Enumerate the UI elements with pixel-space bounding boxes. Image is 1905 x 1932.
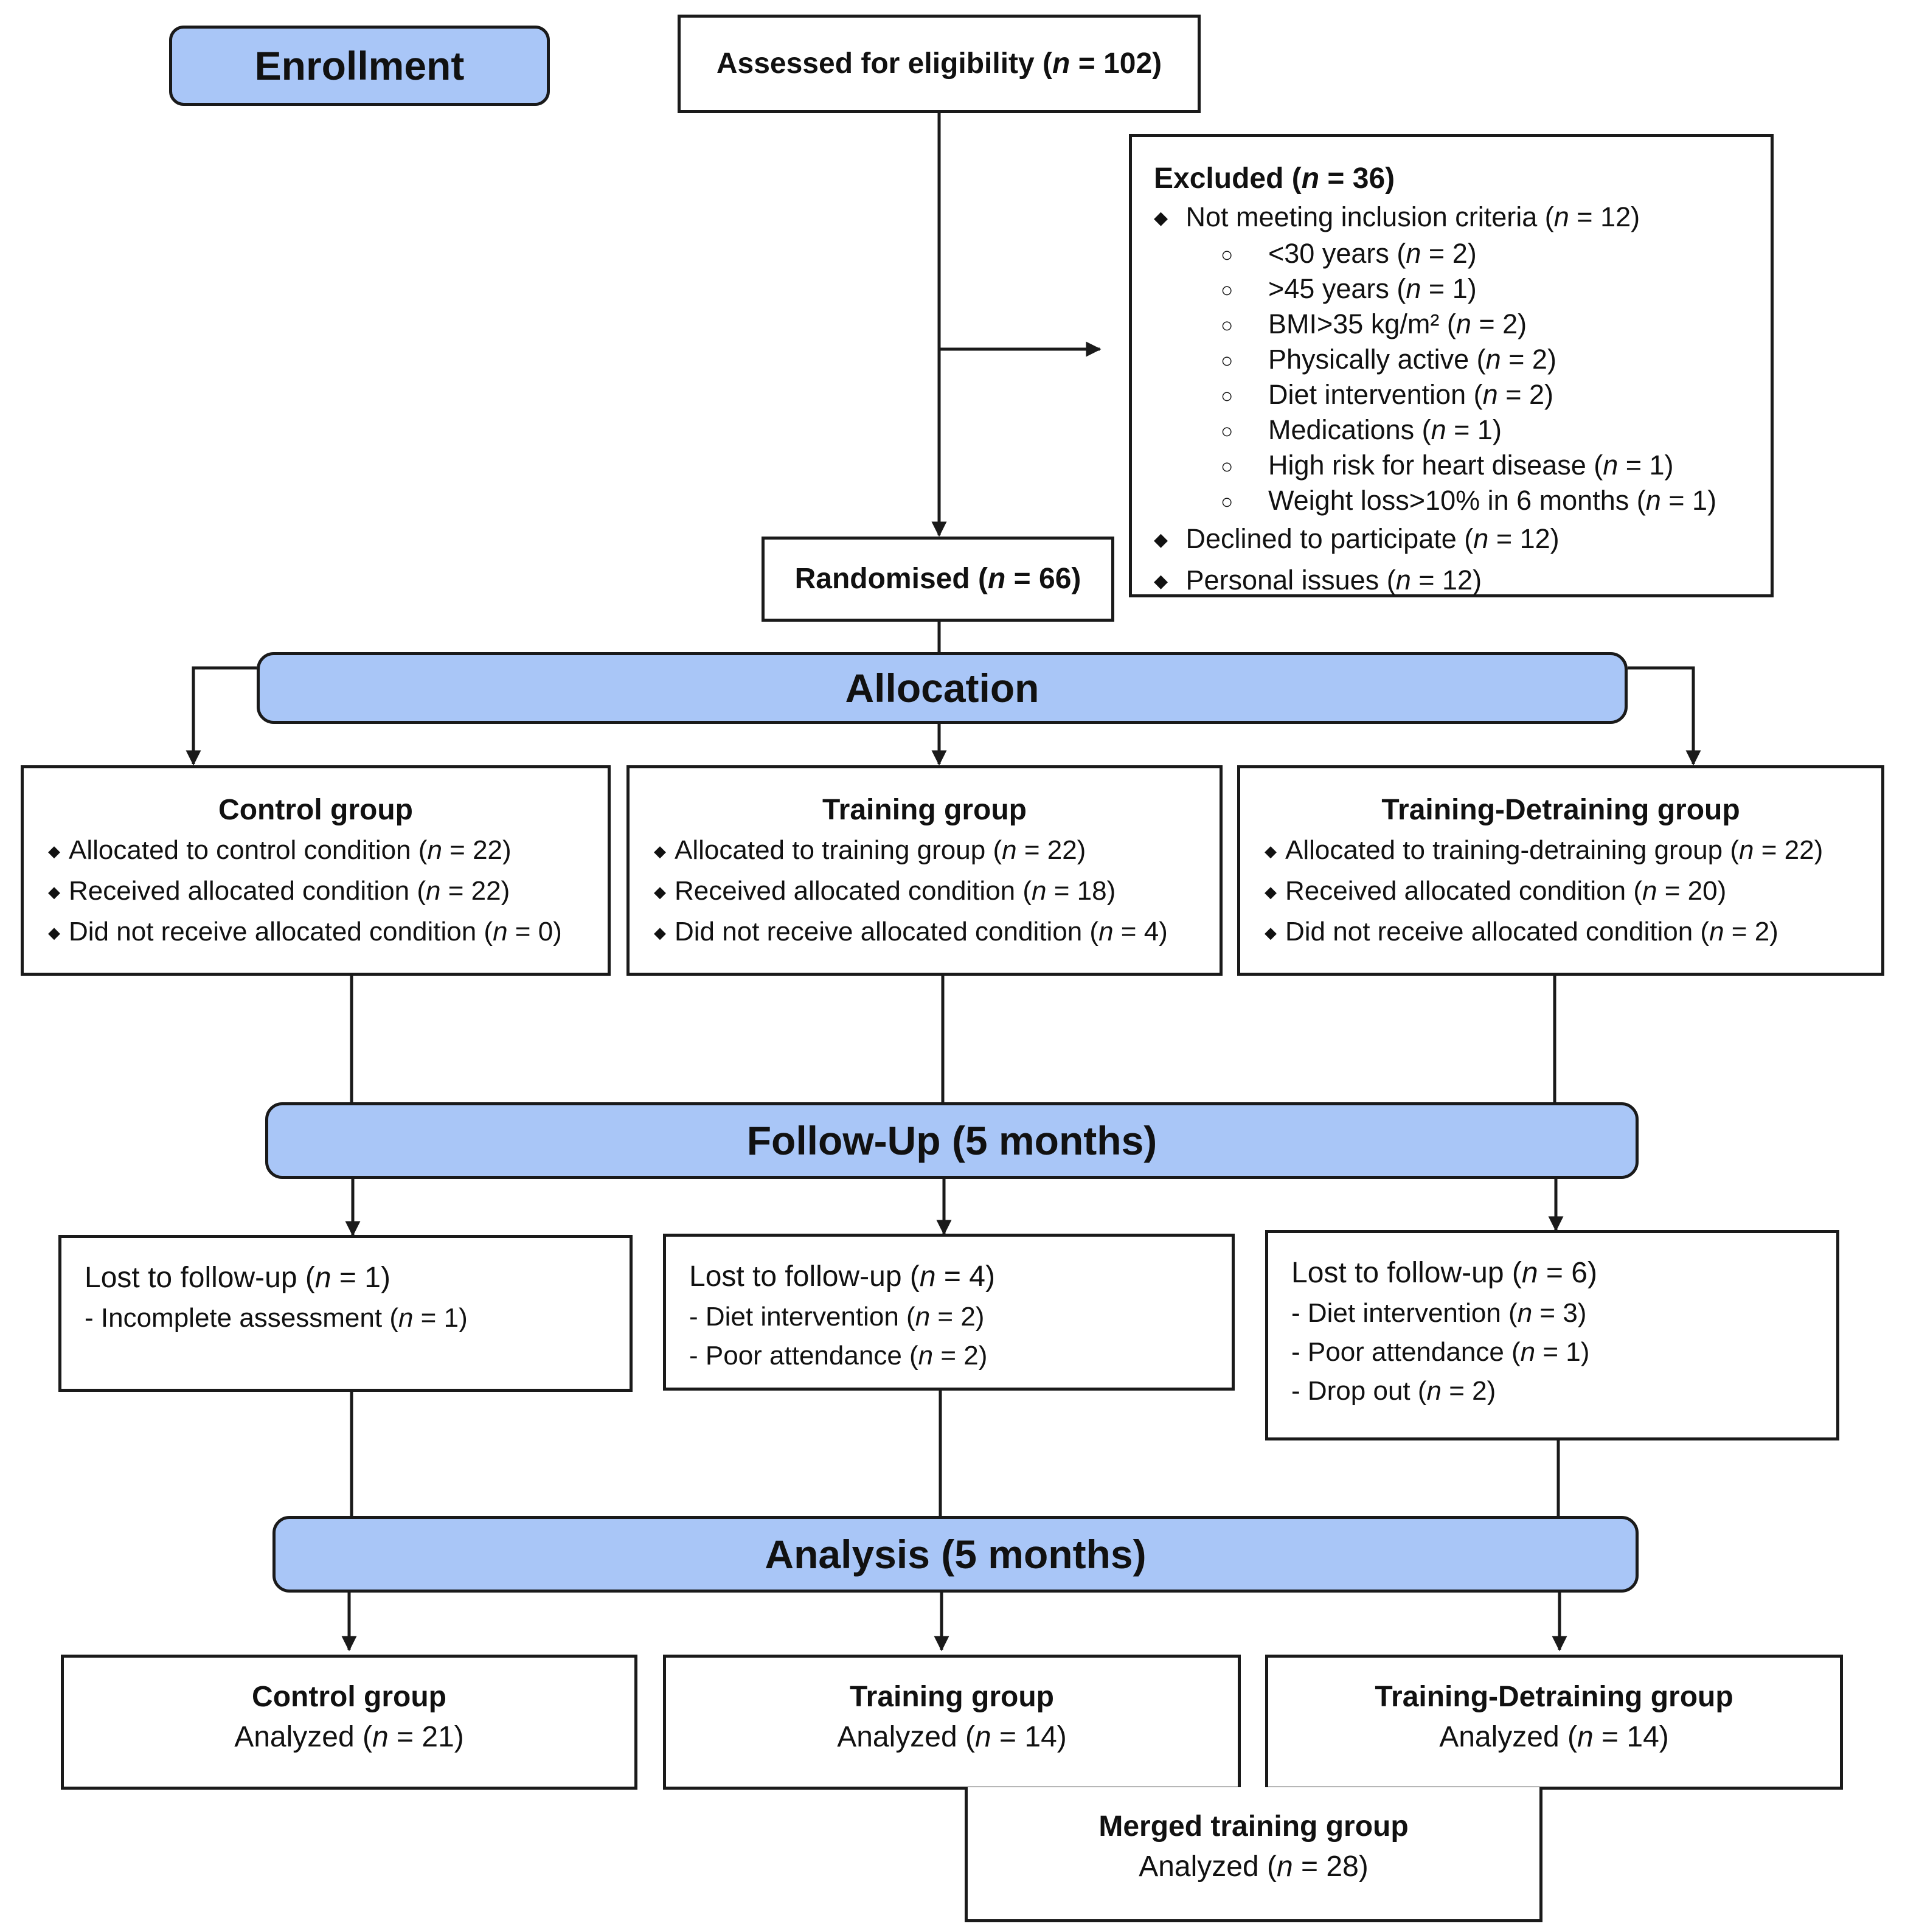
lost-to-followup-label: Lost to follow-up (n = 4) bbox=[689, 1260, 995, 1293]
arrow-allocation-to-detraining bbox=[1628, 666, 1701, 766]
analysis-analyzed: Analyzed (n = 21) bbox=[234, 1721, 464, 1753]
allocation-control-items: ◆Allocated to control condition (n = 22)… bbox=[48, 830, 608, 953]
circle-bullet-icon: ○ bbox=[1221, 349, 1234, 372]
randomised-text: Randomised (n = 66) bbox=[794, 563, 1081, 595]
excluded-title: Excluded (n = 36) bbox=[1154, 162, 1395, 195]
allocation-label: Allocation bbox=[845, 665, 1039, 711]
circle-bullet-icon: ○ bbox=[1221, 384, 1234, 408]
allocation-detraining-title: Training-Detraining group bbox=[1381, 794, 1740, 826]
analysis-group-title: Training-Detraining group bbox=[1375, 1681, 1733, 1713]
diamond-bullet-icon: ◆ bbox=[1265, 883, 1277, 901]
allocation-item: ◆Did not receive allocated condition (n … bbox=[1265, 912, 1881, 953]
analysis-label: Analysis (5 months) bbox=[765, 1532, 1147, 1577]
criteria-item: ○Physically active (n = 2) bbox=[1154, 342, 1771, 378]
circle-bullet-icon: ○ bbox=[1221, 243, 1234, 266]
enrollment-banner: Enrollment bbox=[169, 26, 550, 106]
assessed-text: Assessed for eligibility (n = 102) bbox=[716, 47, 1162, 80]
lost-reason: - Diet intervention (n = 3) bbox=[1291, 1298, 1587, 1328]
diamond-bullet-icon: ◆ bbox=[1265, 923, 1277, 942]
circle-bullet-icon: ○ bbox=[1221, 490, 1234, 513]
merged-box: Merged training group Analyzed (n = 28) bbox=[965, 1787, 1542, 1922]
lost-detraining-box: Lost to follow-up (n = 6) - Diet interven… bbox=[1265, 1230, 1839, 1440]
diamond-bullet-icon: ◆ bbox=[1265, 842, 1277, 860]
lost-control-box: Lost to follow-up (n = 1) - Incomplete as… bbox=[58, 1235, 633, 1392]
arrow-allocation-to-control bbox=[186, 666, 257, 766]
criteria-item: ○<30 years (n = 2) bbox=[1154, 237, 1771, 272]
lost-reason: - Drop out (n = 2) bbox=[1291, 1376, 1496, 1406]
diamond-bullet-icon: ◆ bbox=[654, 842, 666, 860]
followup-banner: Follow-Up (5 months) bbox=[265, 1102, 1639, 1179]
circle-bullet-icon: ○ bbox=[1221, 314, 1234, 337]
allocation-item: ◆Received allocated condition (n = 20) bbox=[1265, 871, 1881, 912]
diamond-bullet-icon: ◆ bbox=[48, 842, 60, 860]
allocation-training-items: ◆Allocated to training group (n = 22)◆Re… bbox=[654, 830, 1220, 953]
lost-reason: - Poor attendance (n = 1) bbox=[1291, 1337, 1590, 1367]
assessed-box: Assessed for eligibility (n = 102) bbox=[678, 15, 1201, 113]
criteria-item: ○BMI>35 kg/m² (n = 2) bbox=[1154, 307, 1771, 342]
allocation-item: ◆Did not receive allocated condition (n … bbox=[48, 912, 608, 953]
allocation-item: ◆Allocated to training-detraining group … bbox=[1265, 830, 1881, 871]
analysis-analyzed: Analyzed (n = 14) bbox=[837, 1721, 1067, 1753]
excluded-box: Excluded (n = 36) ◆ Not meeting inclusio… bbox=[1129, 134, 1774, 597]
followup-label: Follow-Up (5 months) bbox=[746, 1118, 1157, 1163]
criteria-list: ○<30 years (n = 2)○>45 years (n = 1)○BMI… bbox=[1154, 237, 1771, 519]
criteria-item: ○Diet intervention (n = 2) bbox=[1154, 378, 1771, 413]
lost-training-box: Lost to follow-up (n = 4) - Diet interven… bbox=[663, 1234, 1235, 1391]
declined-item: ◆ Declined to participate (n = 12) bbox=[1154, 519, 1771, 560]
merged-title: Merged training group bbox=[1098, 1810, 1409, 1843]
criteria-item: ○>45 years (n = 1) bbox=[1154, 272, 1771, 307]
lost-to-followup-label: Lost to follow-up (n = 6) bbox=[1291, 1257, 1597, 1289]
circle-bullet-icon: ○ bbox=[1221, 279, 1234, 302]
diamond-bullet-icon: ◆ bbox=[1154, 208, 1168, 228]
diamond-bullet-icon: ◆ bbox=[48, 923, 60, 942]
analysis-group-title: Control group bbox=[252, 1681, 446, 1713]
allocation-control-title: Control group bbox=[218, 794, 413, 826]
analysis-group-title: Training group bbox=[850, 1681, 1054, 1713]
personal-item: ◆ Personal issues (n = 12) bbox=[1154, 560, 1771, 602]
circle-bullet-icon: ○ bbox=[1221, 455, 1234, 478]
lost-reason: - Poor attendance (n = 2) bbox=[689, 1341, 988, 1371]
allocation-training-box: Training group ◆Allocated to training gr… bbox=[626, 765, 1223, 976]
allocation-item: ◆Did not receive allocated condition (n … bbox=[654, 912, 1220, 953]
diamond-bullet-icon: ◆ bbox=[48, 883, 60, 901]
allocation-item: ◆Allocated to training group (n = 22) bbox=[654, 830, 1220, 871]
diamond-bullet-icon: ◆ bbox=[654, 883, 666, 901]
lost-reason: - Incomplete assessment (n = 1) bbox=[85, 1303, 468, 1333]
randomised-box: Randomised (n = 66) bbox=[762, 537, 1114, 622]
allocation-detraining-items: ◆Allocated to training-detraining group … bbox=[1265, 830, 1881, 953]
lost-reason: - Diet intervention (n = 2) bbox=[689, 1302, 985, 1332]
criteria-item: ○High risk for heart disease (n = 1) bbox=[1154, 448, 1771, 484]
not-meeting-item: ◆ Not meeting inclusion criteria (n = 12… bbox=[1154, 199, 1771, 237]
enrollment-label: Enrollment bbox=[254, 43, 465, 88]
analysis-analyzed: Analyzed (n = 14) bbox=[1439, 1721, 1669, 1753]
diamond-bullet-icon: ◆ bbox=[654, 923, 666, 942]
allocation-item: ◆Allocated to control condition (n = 22) bbox=[48, 830, 608, 871]
allocation-detraining-box: Training-Detraining group ◆Allocated to … bbox=[1237, 765, 1884, 976]
diamond-bullet-icon: ◆ bbox=[1154, 530, 1168, 550]
allocation-training-title: Training group bbox=[822, 794, 1027, 826]
lost-to-followup-label: Lost to follow-up (n = 1) bbox=[85, 1262, 390, 1294]
allocation-control-box: Control group ◆Allocated to control cond… bbox=[21, 765, 611, 976]
analysis-banner: Analysis (5 months) bbox=[272, 1516, 1639, 1593]
criteria-item: ○Weight loss>10% in 6 months (n = 1) bbox=[1154, 484, 1771, 519]
criteria-item: ○Medications (n = 1) bbox=[1154, 413, 1771, 448]
merged-analyzed: Analyzed (n = 28) bbox=[1139, 1850, 1369, 1883]
diamond-bullet-icon: ◆ bbox=[1154, 571, 1168, 591]
allocation-item: ◆Received allocated condition (n = 18) bbox=[654, 871, 1220, 912]
circle-bullet-icon: ○ bbox=[1221, 420, 1234, 443]
allocation-banner: Allocation bbox=[257, 652, 1628, 724]
allocation-item: ◆Received allocated condition (n = 22) bbox=[48, 871, 608, 912]
